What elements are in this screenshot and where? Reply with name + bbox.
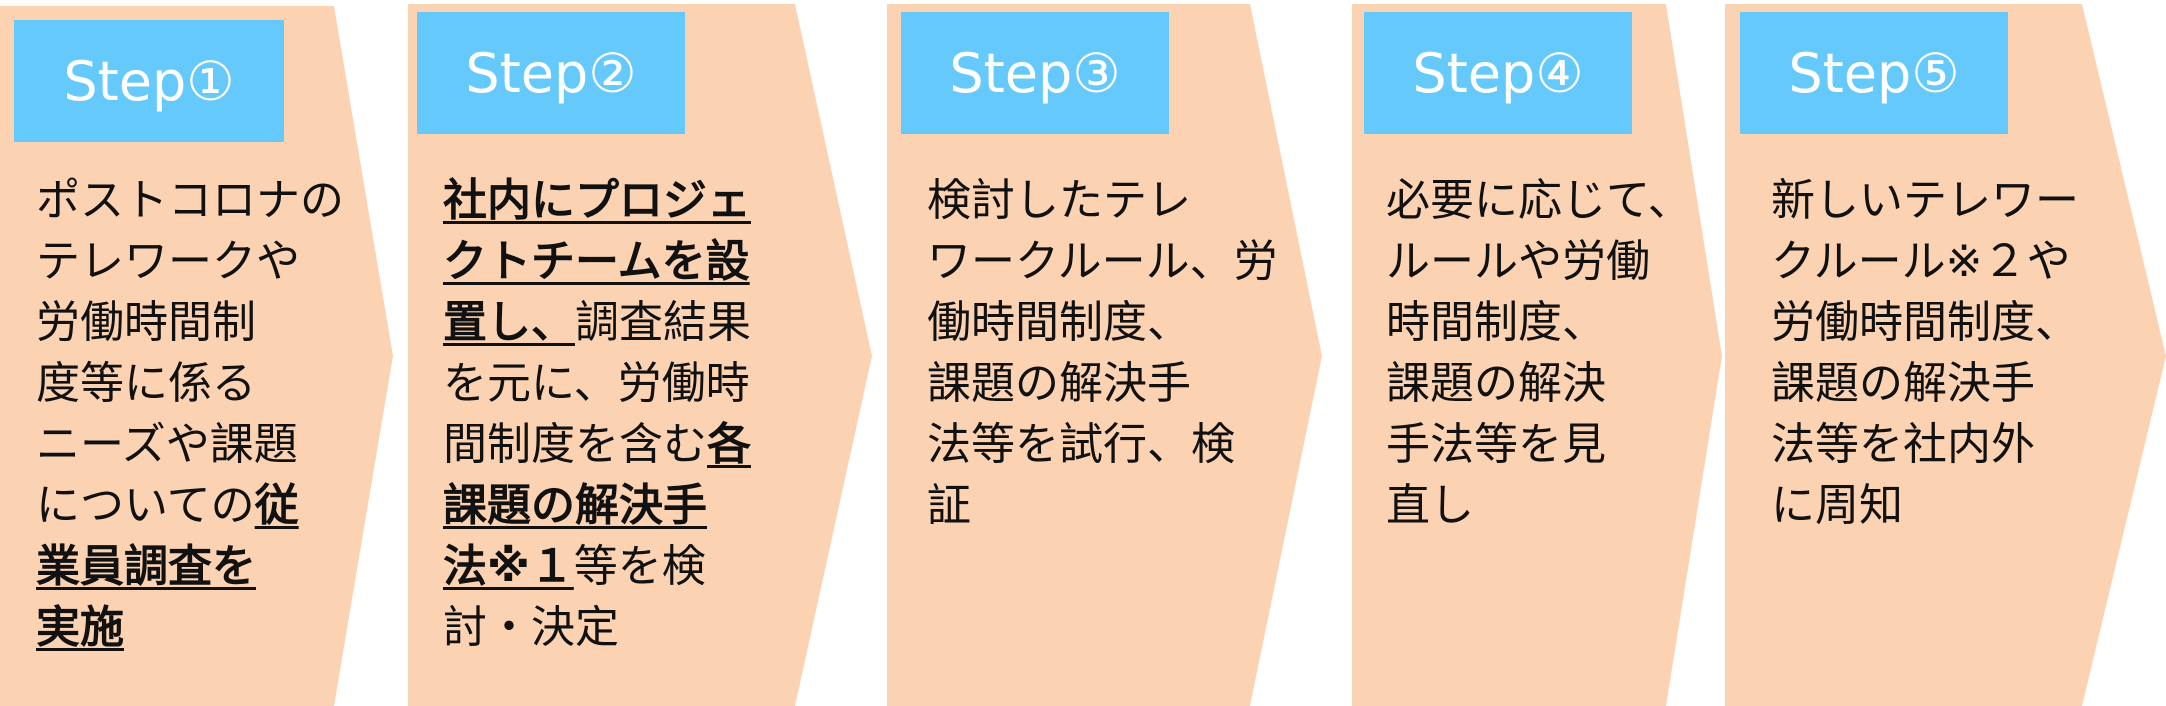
description-line: 検討したテレ	[927, 170, 1257, 231]
step-5-label: Step⑤	[1740, 12, 2008, 134]
description-text: 手法等を見	[1386, 419, 1606, 470]
description-text: クルール※２や	[1771, 236, 2071, 287]
step-5-description: 新しいテレワークルール※２や労働時間制度、課題の解決手法等を社内外に周知	[1771, 170, 2101, 536]
description-text: 必要に応じて、	[1386, 175, 1692, 226]
emphasized-text: 業員調査を	[36, 541, 256, 592]
chevron-step-2	[408, 4, 872, 706]
description-text: 法等を試行、検	[927, 419, 1235, 470]
description-line: 働時間制度、	[927, 292, 1257, 353]
emphasized-text: クトチームを設	[443, 236, 750, 287]
description-line: ワークルール、労	[927, 231, 1278, 292]
description-line: 時間制度、	[1386, 292, 1686, 353]
description-line: 度等に係る	[36, 353, 336, 414]
description-line: 課題の解決	[1386, 353, 1686, 414]
description-line: を元に、労働時	[443, 353, 793, 414]
description-line: テレワークや	[36, 231, 336, 292]
description-text: 討・決定	[443, 602, 619, 653]
emphasized-text: 各	[707, 419, 751, 470]
description-text: 労働時間制	[36, 297, 256, 348]
description-text: テレワークや	[36, 236, 300, 287]
description-text: 課題の解決手	[1771, 358, 2035, 409]
emphasized-text: 課題の解決手	[443, 480, 707, 531]
step-3-label: Step③	[901, 12, 1169, 134]
description-text: ポストコロナの	[36, 175, 344, 226]
description-line: ルールや労働	[1386, 231, 1686, 292]
description-line: 社内にプロジェ	[443, 170, 793, 231]
emphasized-text: 実施	[36, 602, 124, 653]
description-line: 法等を社内外	[1771, 414, 2101, 475]
description-line: 討・決定	[443, 597, 793, 658]
description-text: 度等に係る	[36, 358, 256, 409]
step-4-description: 必要に応じて、ルールや労働時間制度、課題の解決手法等を見直し	[1386, 170, 1692, 536]
description-line: 労働時間制	[36, 292, 336, 353]
description-line: 業員調査を	[36, 536, 336, 597]
description-text: 新しいテレワー	[1771, 175, 2079, 226]
description-line: 手法等を見	[1386, 414, 1686, 475]
description-text: 直し	[1386, 480, 1474, 531]
description-line: 置し、調査結果	[443, 292, 793, 353]
description-text: ルールや労働	[1386, 236, 1650, 287]
step-1-label: Step①	[14, 20, 284, 142]
description-line: 必要に応じて、	[1386, 170, 1692, 231]
step-2-description: 社内にプロジェクトチームを設置し、調査結果を元に、労働時間制度を含む各課題の解決…	[443, 170, 793, 658]
emphasized-text: 社内にプロジェ	[443, 175, 751, 226]
description-text: 証	[927, 480, 971, 531]
description-line: 課題の解決手	[927, 353, 1257, 414]
description-text: ワークルール、労	[927, 236, 1278, 287]
chevron-step-4	[1352, 4, 1722, 706]
chevron-step-1	[0, 6, 393, 706]
description-text: についての	[36, 480, 255, 531]
description-text: ニーズや課題	[36, 419, 298, 470]
description-line: ポストコロナの	[36, 170, 344, 231]
description-text: 検討したテレ	[927, 175, 1191, 226]
step-3-description: 検討したテレワークルール、労働時間制度、課題の解決手法等を試行、検証	[927, 170, 1278, 536]
description-line: 直し	[1386, 475, 1686, 536]
step-2-label: Step②	[417, 12, 685, 134]
step-1-description: ポストコロナのテレワークや労働時間制度等に係るニーズや課題についての従業員調査を…	[36, 170, 344, 658]
description-line: ニーズや課題	[36, 414, 336, 475]
description-text: に周知	[1771, 480, 1903, 531]
emphasized-text: 置し、	[443, 297, 575, 348]
description-line: に周知	[1771, 475, 2101, 536]
emphasized-text: 法※１	[443, 541, 574, 592]
description-line: 課題の解決手	[443, 475, 793, 536]
description-line: 労働時間制度、	[1771, 292, 2101, 353]
chevron-step-5	[1725, 4, 2166, 706]
description-text: 労働時間制度、	[1771, 297, 2079, 348]
description-line: 法※１等を検	[443, 536, 793, 597]
emphasized-text: 従	[254, 480, 299, 531]
description-line: 実施	[36, 597, 336, 658]
description-text: 等を検	[573, 541, 706, 592]
description-line: 課題の解決手	[1771, 353, 2101, 414]
description-line: 新しいテレワー	[1771, 170, 2101, 231]
description-line: についての従	[36, 475, 336, 536]
description-text: 働時間制度、	[927, 297, 1191, 348]
description-text: 課題の解決手	[927, 358, 1191, 409]
description-line: 間制度を含む各	[443, 414, 793, 475]
description-line: 法等を試行、検	[927, 414, 1257, 475]
description-line: クトチームを設	[443, 231, 793, 292]
description-text: 間制度を含む	[443, 419, 707, 470]
description-text: 時間制度、	[1386, 297, 1606, 348]
chevron-step-3	[887, 4, 1322, 706]
description-text: 課題の解決	[1386, 358, 1606, 409]
step-4-label: Step④	[1364, 12, 1632, 134]
description-line: クルール※２や	[1771, 231, 2101, 292]
description-line: 証	[927, 475, 1257, 536]
description-text: を元に、労働時	[443, 358, 750, 409]
description-text: 調査結果	[575, 297, 751, 348]
description-text: 法等を社内外	[1771, 419, 2035, 470]
